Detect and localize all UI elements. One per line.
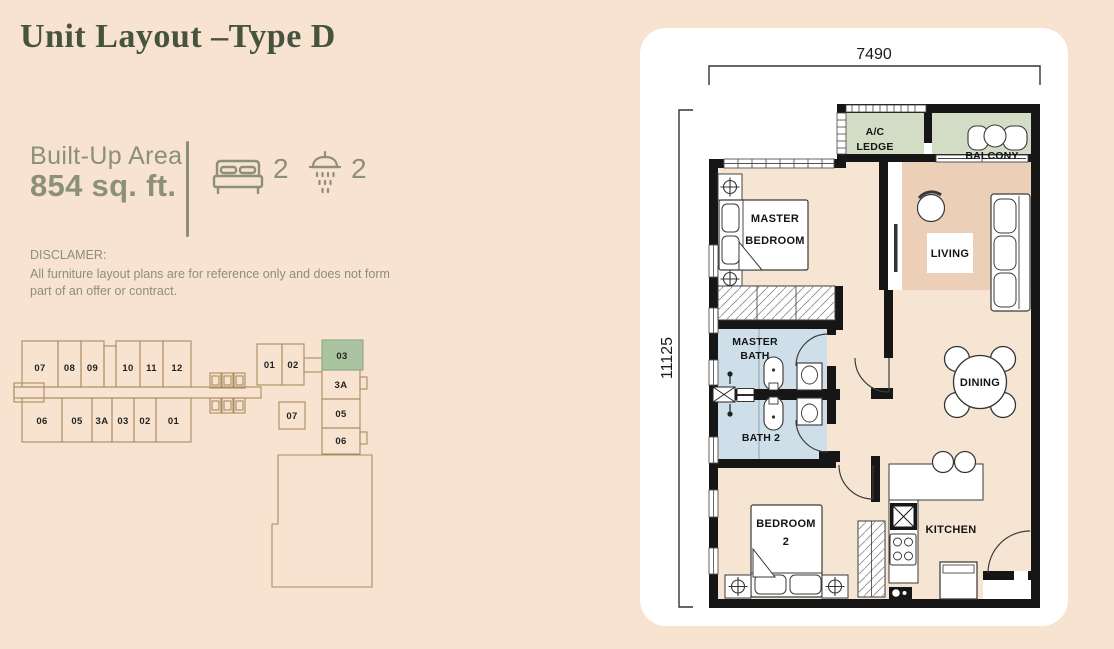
sink-master bbox=[796, 362, 823, 391]
ac-ledge-label: A/C bbox=[866, 126, 885, 138]
page-title: Unit Layout –Type D bbox=[20, 18, 336, 55]
living-label: LIVING bbox=[931, 248, 969, 260]
bedroom2-door bbox=[838, 464, 874, 500]
tv-panel bbox=[894, 224, 898, 272]
living-furniture bbox=[894, 190, 1031, 312]
unit-label: 3A bbox=[335, 380, 348, 391]
dining-table bbox=[952, 354, 1008, 410]
bedroom-count: 2 bbox=[273, 153, 289, 184]
ac-ledge-vents bbox=[836, 104, 927, 155]
unit-label: 01 bbox=[264, 360, 276, 371]
bar-stool bbox=[931, 450, 955, 474]
key-plan-outline bbox=[13, 340, 373, 588]
svg-text:2: 2 bbox=[783, 536, 789, 548]
unit-label: 01 bbox=[168, 416, 180, 427]
built-up-area-label: Built-Up Area bbox=[30, 142, 183, 170]
bar-stool bbox=[953, 450, 977, 474]
bed-icon bbox=[211, 156, 265, 203]
key-plan-highlighted-unit bbox=[321, 339, 364, 371]
built-up-area-value: 854 sq. ft. bbox=[30, 168, 177, 203]
unit-label: 02 bbox=[139, 416, 150, 427]
unit-label: 10 bbox=[122, 363, 133, 374]
kitchen-door bbox=[987, 530, 1031, 574]
door-arcs bbox=[795, 333, 1031, 574]
svg-text:LEDGE: LEDGE bbox=[856, 141, 893, 153]
armchair bbox=[916, 193, 946, 223]
bath2-door bbox=[795, 419, 829, 453]
disclaimer: DISCLAMER: All furniture layout plans ar… bbox=[30, 247, 420, 300]
shower-head-bath2 bbox=[727, 411, 733, 417]
unit-label: 02 bbox=[287, 360, 298, 371]
entry-door bbox=[854, 357, 890, 393]
unit-label: 12 bbox=[171, 363, 182, 374]
unit-label: 03 bbox=[117, 416, 128, 427]
kitchen-door-gap bbox=[1014, 571, 1028, 580]
master-bedroom-label: MASTER bbox=[751, 213, 799, 225]
unit-label: 09 bbox=[87, 363, 98, 374]
unit-label: 05 bbox=[335, 409, 347, 420]
disclaimer-line-1: All furniture layout plans are for refer… bbox=[30, 267, 390, 281]
stove bbox=[889, 533, 917, 566]
fridge bbox=[939, 561, 978, 600]
bathroom-fixtures bbox=[712, 329, 823, 459]
disclaimer-heading: DISCLAMER: bbox=[30, 248, 107, 262]
dining-label: DINING bbox=[960, 377, 1000, 389]
ac-ledge-floor bbox=[846, 113, 924, 154]
balcony-sliding-door bbox=[935, 154, 1029, 163]
yard-strip bbox=[983, 580, 1031, 599]
unit-label: 07 bbox=[286, 411, 297, 422]
summary-divider bbox=[186, 141, 189, 237]
bedroom2-label: BEDROOM bbox=[756, 518, 816, 530]
sink-bath2 bbox=[796, 397, 823, 426]
key-plan-unit-labels: 07 08 09 10 11 12 06 05 3A 03 02 01 01 0… bbox=[34, 351, 347, 447]
key-plan: 07 08 09 10 11 12 06 05 3A 03 02 01 01 0… bbox=[10, 332, 378, 605]
balcony-label: BALCONY bbox=[965, 150, 1018, 162]
unit-label: 05 bbox=[71, 416, 83, 427]
unit-label: 3A bbox=[96, 416, 109, 427]
dimension-height-value: 11125 bbox=[659, 337, 676, 379]
bedroom2-furniture bbox=[724, 504, 886, 599]
unit-label: 06 bbox=[335, 436, 346, 447]
kitchen-fixtures bbox=[888, 450, 984, 600]
unit-label: 07 bbox=[34, 363, 45, 374]
bath2-label: BATH 2 bbox=[742, 432, 780, 444]
dining-set bbox=[943, 345, 1017, 419]
unit-label: 11 bbox=[146, 363, 157, 374]
floor-plan-card: 7490 11125 bbox=[640, 28, 1068, 626]
bathroom-count: 2 bbox=[351, 153, 367, 184]
dimension-width-value: 7490 bbox=[856, 46, 892, 63]
unit-label: 08 bbox=[64, 363, 75, 374]
unit-label-highlighted: 03 bbox=[336, 351, 347, 362]
balcony-furniture bbox=[967, 124, 1028, 151]
windows bbox=[708, 158, 835, 575]
svg-text:BATH: BATH bbox=[740, 350, 769, 362]
master-bedroom-furniture bbox=[717, 173, 836, 321]
master-bath-label: MASTER bbox=[732, 336, 778, 348]
dimension-width: 7490 bbox=[708, 46, 1041, 85]
svg-text:BEDROOM: BEDROOM bbox=[745, 235, 805, 247]
kitchen-label: KITCHEN bbox=[926, 524, 977, 536]
disclaimer-line-2: part of an offer or contract. bbox=[30, 284, 178, 298]
shower-head-master bbox=[727, 371, 733, 377]
unit-label: 06 bbox=[36, 416, 47, 427]
master-bath-door bbox=[795, 333, 829, 367]
shower-icon bbox=[306, 150, 344, 203]
dimension-height: 11125 bbox=[659, 109, 693, 608]
